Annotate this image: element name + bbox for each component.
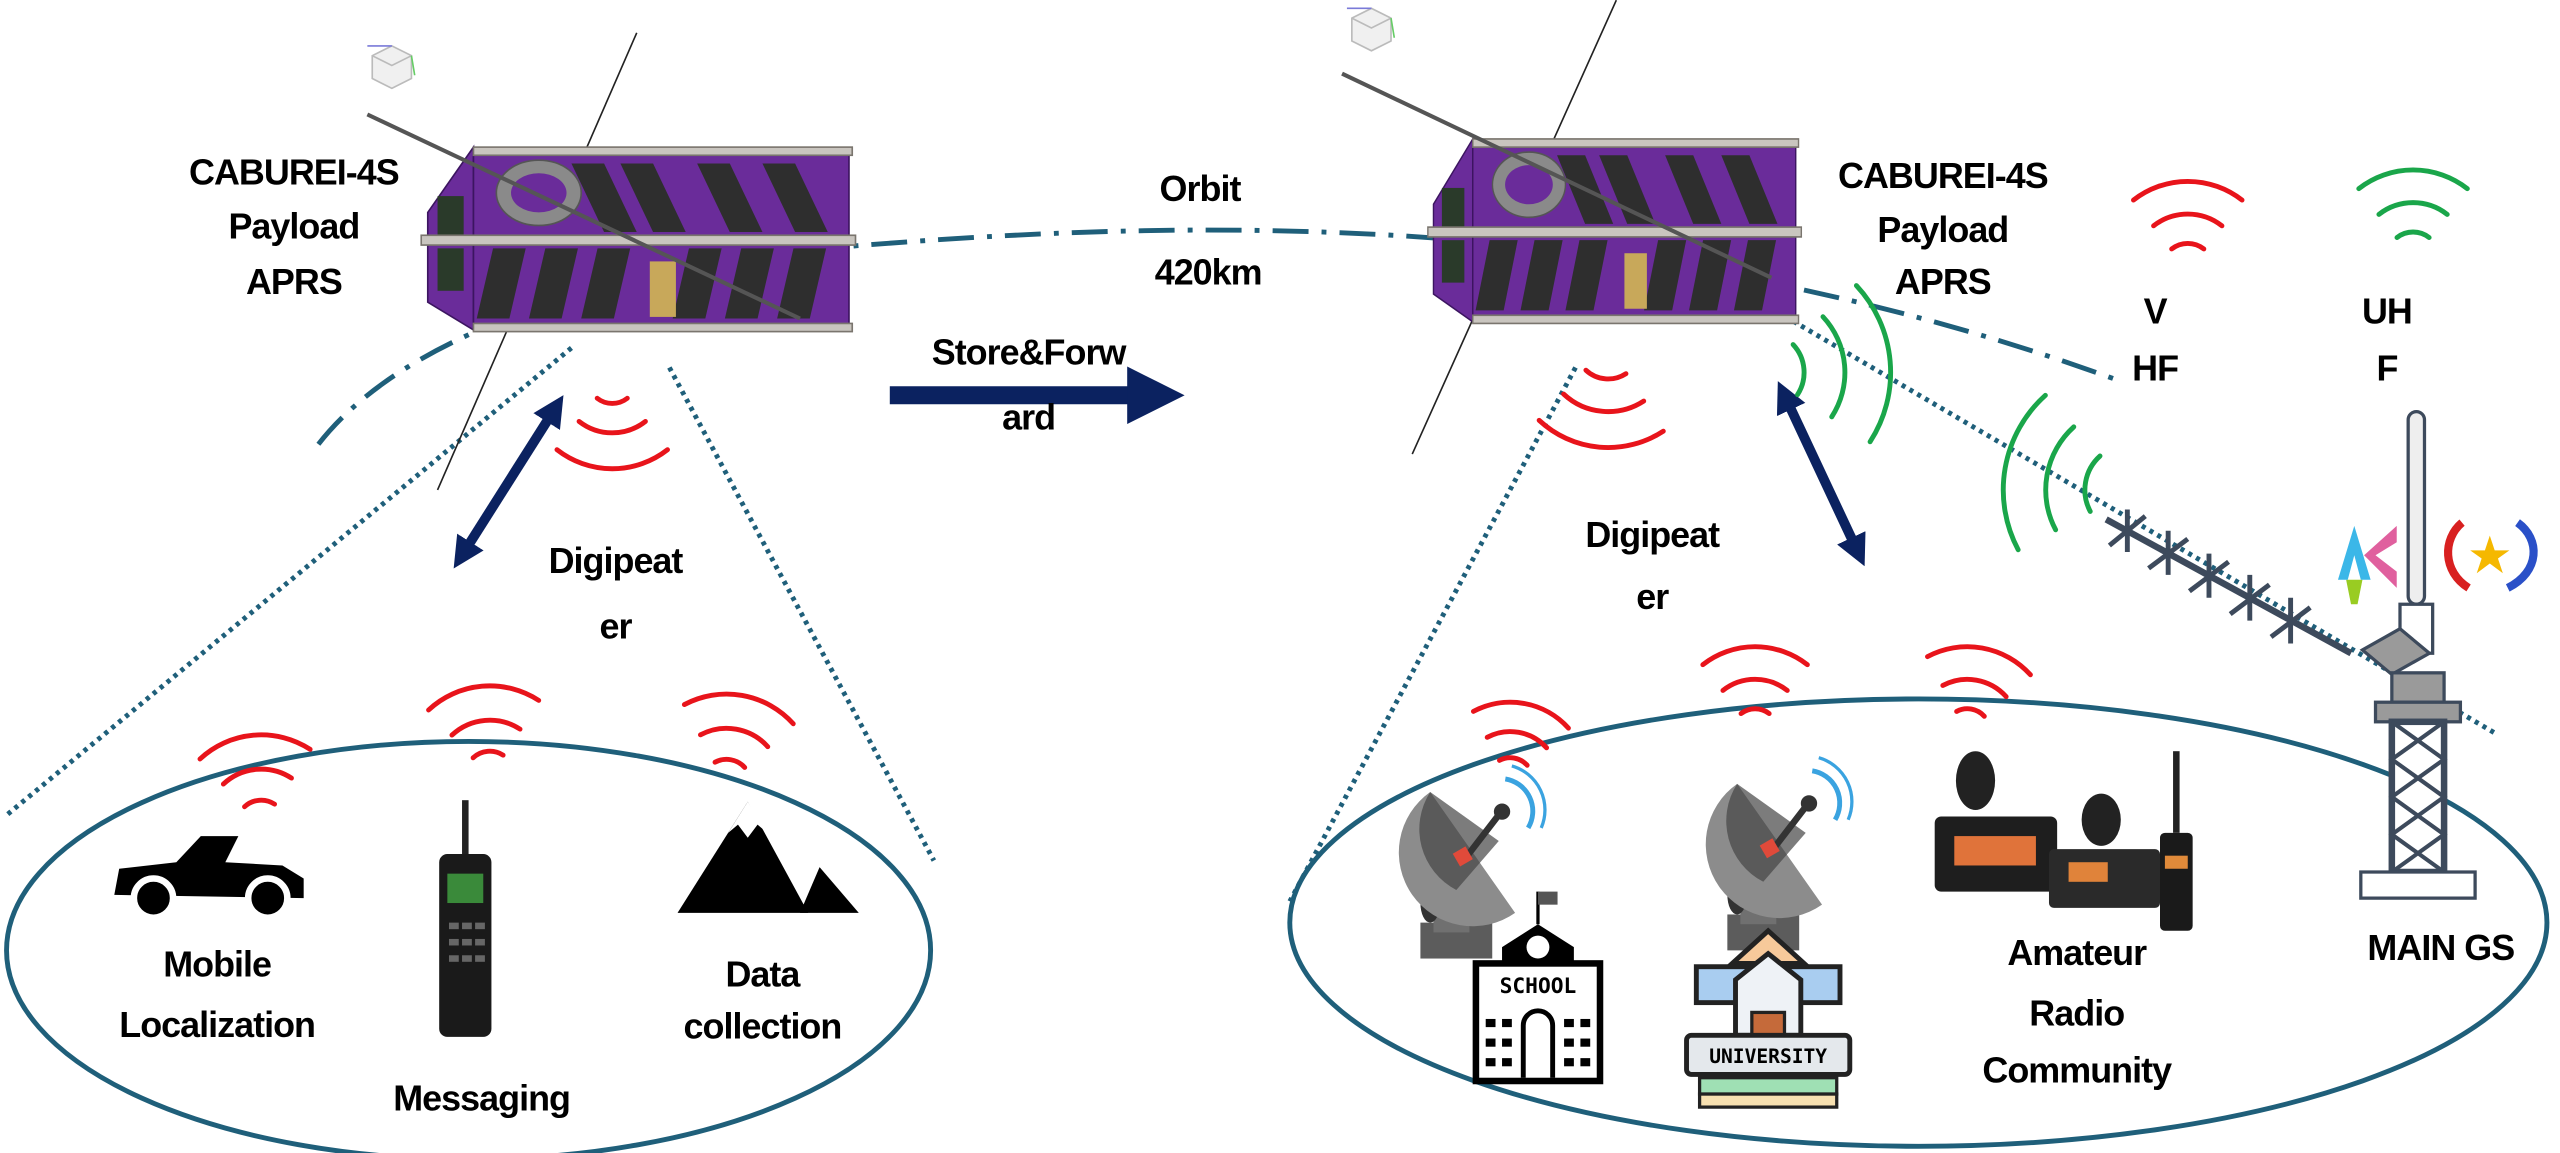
view-cube-icon [366,45,416,90]
uhf-label: F [2376,348,2397,389]
school-icon: SCHOOL [1472,891,1604,1085]
satellite-label: Payload [1877,209,2008,250]
digipeater-label: er [1636,576,1669,617]
uhf-legend-waves-arc [2394,229,2432,240]
vhf-legend-waves-arc [2131,179,2245,203]
item-label: Data [725,953,801,994]
vhf-label: HF [2132,348,2178,389]
satellite-uhf-waves-arc [1790,342,1807,398]
left-satellite-waves-arc [594,395,630,406]
digipeater-label: Digipeat [1585,514,1720,555]
view-cube-icon [1346,7,1396,52]
right-footprint-line [1745,291,2500,737]
left-satellite-waves-arc [576,418,648,436]
car-waves-arc [220,766,294,787]
satellite-uhf-waves-arc [1820,314,1848,420]
university-sign: UNIVERSITY [1709,1045,1827,1068]
community-waves-arc [1925,644,2033,678]
university-waves-arc [1738,706,1772,717]
left-satellite-waves-arc [554,447,670,472]
satellite-uhf-waves-arc [1853,283,1894,445]
antenna-rod [366,112,801,321]
vhf-label: V [2144,290,2168,331]
agency-logo-icon [2337,525,2397,605]
data-waves-arc [698,725,771,750]
car-icon [114,836,304,921]
right-satellite-waves-arc [1583,367,1629,382]
digipeater-label: Digipeat [549,540,684,581]
satellite-dish-icon [1399,766,1545,959]
item-label: Messaging [393,1077,570,1118]
data-waves-arc [712,756,748,770]
satellite-label: CABUREI-4S [1838,155,2048,196]
radio-waves [197,167,2470,810]
yagi-antenna-icon [2104,509,2353,657]
store-forward-label: Store&Forw [932,331,1127,372]
left-coverage-area [4,739,933,1153]
digipeater-label: er [600,606,633,647]
university-icon: UNIVERSITY [1684,927,1853,1109]
messaging-waves-arc [470,748,506,761]
community-label: Radio [2029,992,2124,1033]
ground-uhf-waves-arc [2043,424,2077,533]
tower-icon [2359,409,2477,900]
ground-uhf-waves-arc [2000,392,2048,553]
left-satellite: CABUREI-4S Payload APRS [189,32,857,491]
right-satellite-waves-arc [1561,391,1647,415]
university-waves-arc [1720,676,1790,693]
radio-transceivers-icon [1934,751,2193,931]
right-satellite: CABUREI-4S Payload APRS [1341,0,2049,455]
store-forward-label: ard [1002,397,1055,438]
satellite-label: Payload [228,206,359,247]
right-coverage-area [1287,696,2550,1149]
right-footprint-line [1287,366,1578,903]
orbit-label: Orbit [1160,168,1242,209]
community-label: Community [1982,1050,2172,1091]
data-waves-arc [681,691,796,727]
handheld-radio-icon [439,800,492,1037]
national-seal-icon [2444,519,2538,592]
vhf-legend-waves-arc [2151,211,2225,229]
uhf-legend-waves-arc [2356,167,2470,192]
school-waves-arc [1484,729,1550,751]
item-label: Mobile [163,943,271,984]
vhf-legend-waves-arc [2169,241,2207,252]
car-waves-arc [242,797,278,810]
uhf-legend-waves-arc [2376,200,2450,217]
orbit-altitude: 420km [1155,251,1262,292]
left-footprint-line [3,346,573,819]
satellite-label: APRS [1895,261,1991,302]
ground-station-label: MAIN GS [2367,927,2514,968]
right-digipeater-arrow [1776,381,1866,567]
right-satellite-waves-arc [1536,417,1666,450]
item-label: Localization [119,1004,315,1045]
left-digipeater-arrow [453,395,564,569]
uhf-label: UH [2362,290,2412,331]
satellite-label: CABUREI-4S [189,152,399,193]
community-label: Amateur [2007,932,2147,973]
messaging-waves-arc [426,683,542,713]
ground-uhf-waves-arc [2082,453,2103,514]
community-waves-arc [1940,676,2009,700]
antenna-rod [1341,71,1773,280]
satellite-dish-icon [1706,758,1852,951]
left-footprint-line [667,366,937,862]
item-label: collection [684,1006,842,1047]
cubesat-icon [1427,138,1803,325]
satellite-label: APRS [246,261,342,302]
messaging-waves-arc [449,717,523,738]
car-waves-arc [197,732,313,762]
university-waves-arc [1700,644,1810,668]
school-waves-arc [1497,755,1530,768]
cubesat-icon [420,146,857,333]
school-waves-arc [1470,699,1571,731]
school-sign: SCHOOL [1500,974,1577,999]
community-waves-arc [1954,706,1987,719]
